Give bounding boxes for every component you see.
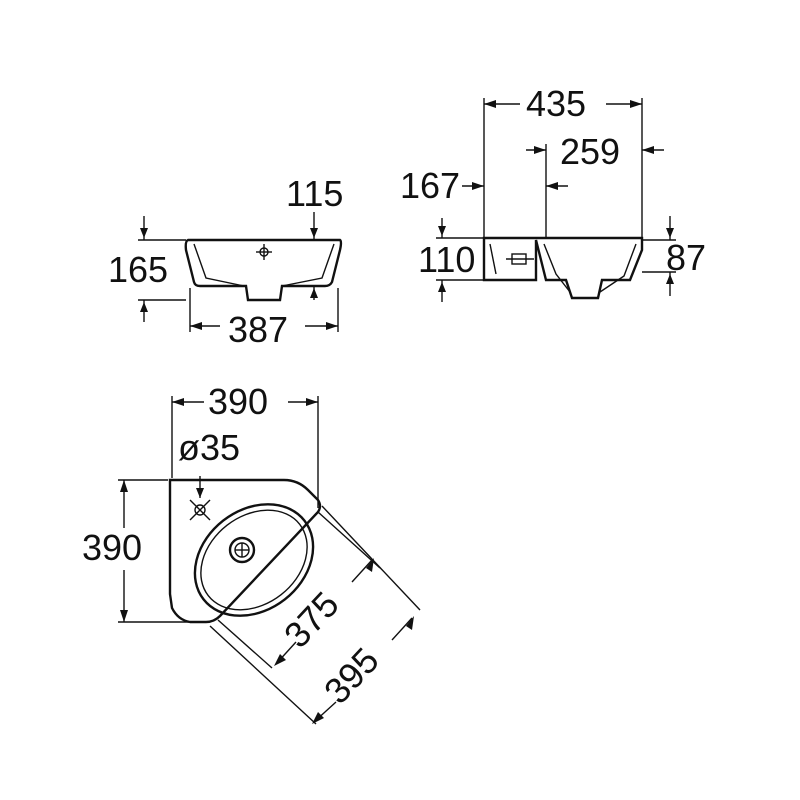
- side-basin-inner: [489, 243, 637, 293]
- side-dim-87: 87: [666, 237, 706, 278]
- plan-bowl-inner: [200, 509, 308, 611]
- front-basin-outline: [184, 238, 343, 302]
- front-view: 115 165 387: [108, 173, 343, 350]
- plan-dim-390-left: 390: [82, 527, 142, 568]
- side-dim-110: 110: [418, 239, 475, 280]
- front-dim-387: 387: [228, 309, 288, 350]
- overflow-icon: [256, 244, 272, 260]
- tap-hole-icon: [189, 476, 211, 521]
- side-dim-167: 167: [400, 165, 460, 206]
- plan-dim-375: 375: [276, 584, 347, 656]
- plan-dim-395: 395: [316, 640, 387, 712]
- drain-icon: [228, 536, 256, 564]
- side-dim-259: 259: [560, 131, 620, 172]
- plan-basin-outline: [168, 478, 322, 624]
- plan-view: ø35 390 390 375 395: [82, 381, 421, 725]
- side-view: 435 259 167 110 87: [400, 83, 706, 302]
- front-dim-115: 115: [286, 173, 343, 214]
- side-basin-outline: [482, 236, 644, 300]
- plan-bowl-outer: [193, 503, 315, 617]
- front-basin-inner: [193, 243, 335, 287]
- plan-dim-390-top: 390: [208, 381, 268, 422]
- front-dim-165: 165: [108, 249, 168, 290]
- plan-dim-hole: ø35: [178, 427, 240, 468]
- side-dim-435: 435: [526, 83, 586, 124]
